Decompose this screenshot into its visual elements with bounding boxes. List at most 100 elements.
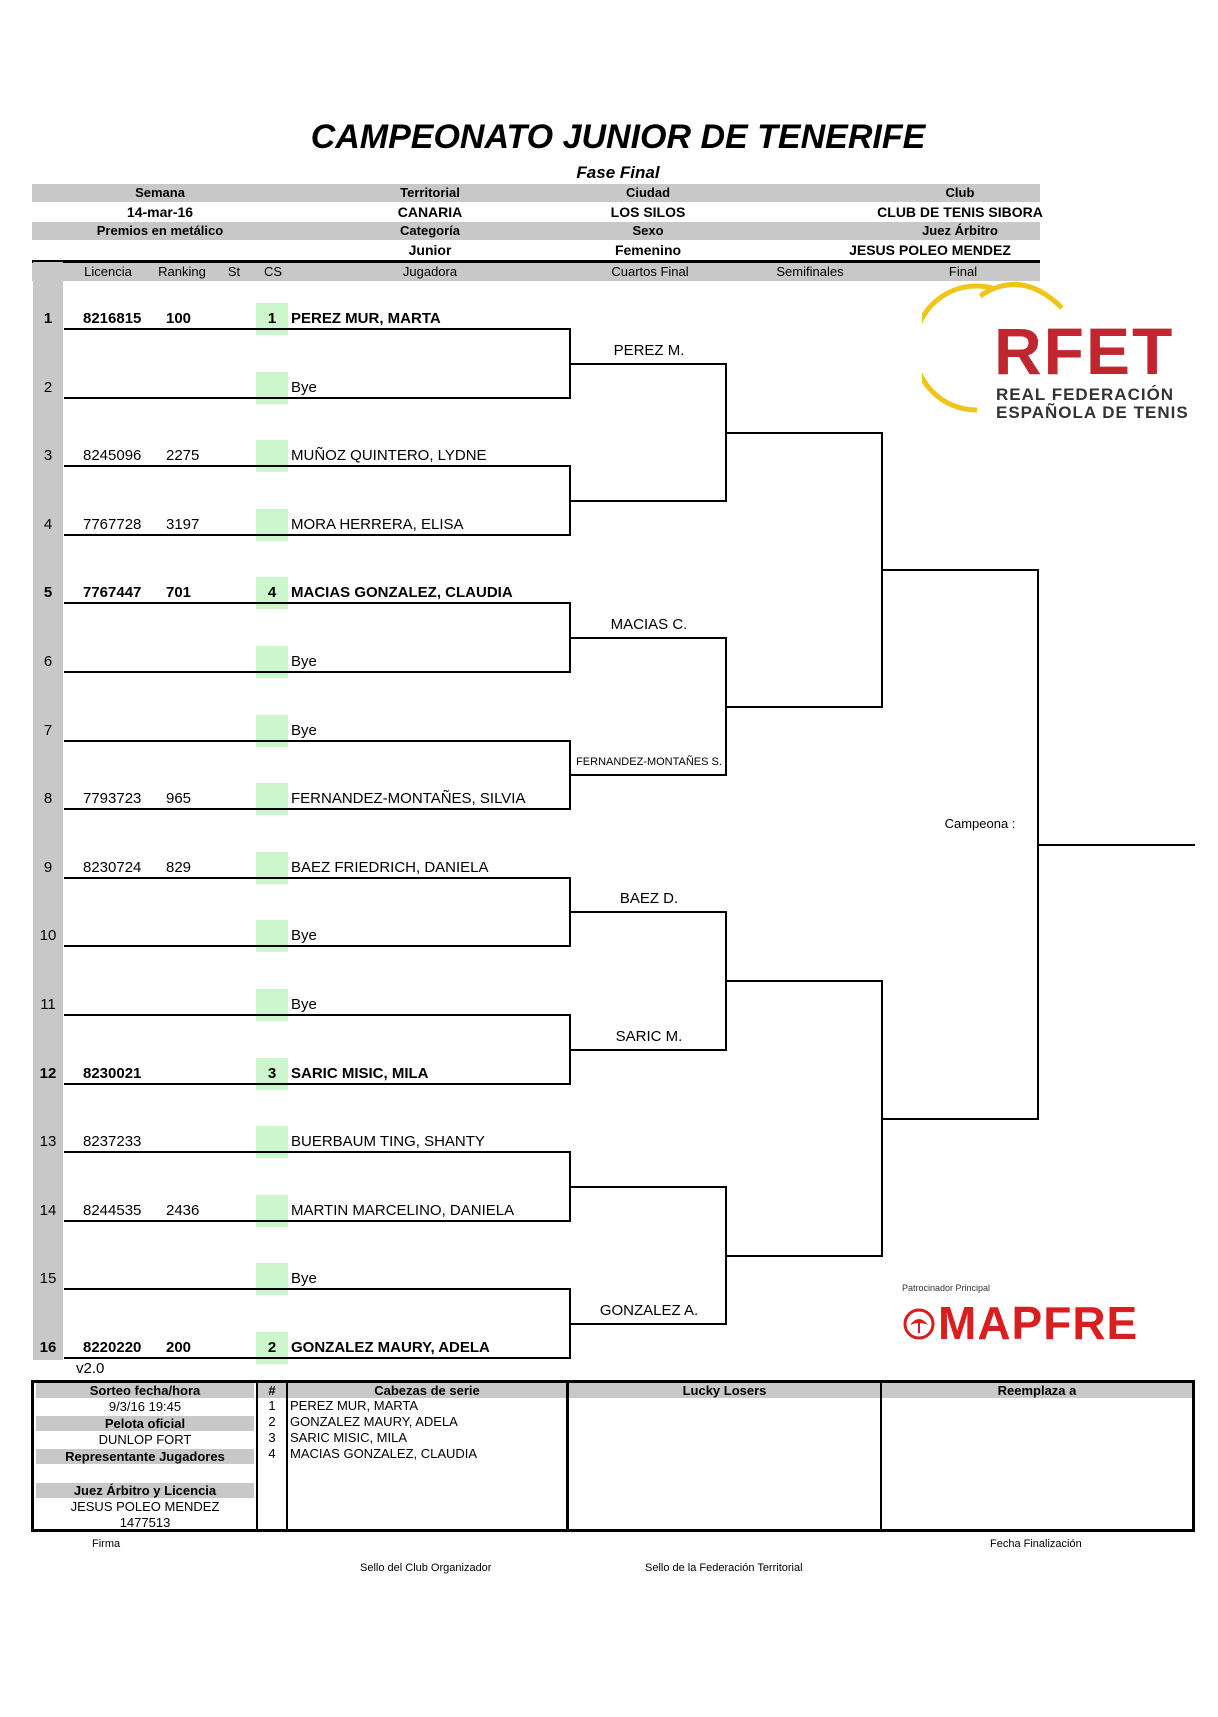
player-name[interactable]: Bye [291,996,317,1013]
seed-number: 3 [268,1430,276,1445]
representante-value [36,1465,254,1480]
player-line [64,1151,571,1153]
seed-number: 2 [268,1414,276,1429]
seed-cell [256,1126,288,1158]
row-number: 6 [43,653,53,670]
club-value: CLUB DE TENIS SIBORA [877,204,1043,220]
bracket-r2-line [569,911,727,913]
player-line [64,1357,571,1359]
player-name[interactable]: MORA HERRERA, ELISA [291,516,464,533]
row-number: 5 [43,584,53,601]
player-name[interactable]: Bye [291,927,317,944]
bracket-semi-line [725,980,883,982]
seed-cell [256,1195,288,1227]
player-name[interactable]: Bye [291,379,317,396]
player-line [64,1220,571,1222]
ciudad-value: LOS SILOS [610,204,686,220]
juez-licencia-label: Juez Árbitro y Licencia [36,1483,254,1498]
footer-divider-1 [256,1380,258,1532]
player-name[interactable]: MACIAS GONZALEZ, CLAUDIA [291,584,513,601]
round2-winner[interactable]: PEREZ M. [613,342,685,359]
row-number-column [33,262,63,1360]
categoria-value: Junior [408,242,452,258]
juez-licencia-value: 1477513 [119,1515,171,1530]
seed-cell [256,852,288,884]
col-semis: Semifinales [776,264,844,279]
sponsor-label: Patrocinador Principal [902,1283,991,1293]
round2-winner[interactable]: FERNANDEZ-MONTAÑES S. [576,756,722,768]
footer-divider-3 [566,1380,569,1532]
semana-label: Semana [135,185,185,200]
player-ranking: 3197 [166,516,200,533]
player-name[interactable]: Bye [291,1270,317,1287]
sorteo-label: Sorteo fecha/hora [36,1383,254,1398]
territorial-label: Territorial [400,185,460,200]
version-label: v2.0 [76,1360,105,1377]
row-number: 11 [40,996,56,1013]
player-line [64,328,571,330]
col-licencia: Licencia [84,264,132,279]
player-name[interactable]: SARIC MISIC, MILA [291,1065,429,1082]
col-jugadora: Jugadora [402,264,458,279]
row-number: 16 [39,1339,57,1356]
player-ranking: 200 [166,1339,192,1356]
rfet-logo-text: RFET [994,314,1175,388]
player-licencia: 8216815 [83,310,142,327]
player-licencia: 7767447 [83,584,142,601]
cabezas-header: Cabezas de serie [288,1383,566,1398]
row-number: 4 [43,516,53,533]
row-number: 8 [43,790,53,807]
player-licencia: 7767728 [83,516,142,533]
sello-club-label: Sello del Club Organizador [360,1562,492,1574]
round2-winner[interactable]: BAEZ D. [619,890,679,907]
player-name[interactable]: BUERBAUM TING, SHANTY [291,1133,485,1150]
seed-cell [256,989,288,1021]
bracket-final-line [881,1118,1039,1120]
round2-winner[interactable] [571,478,727,498]
bracket-semi-line [725,706,883,708]
categoria-label: Categoría [400,223,460,238]
col-ranking: Ranking [158,264,206,279]
round2-winner[interactable]: MACIAS C. [610,616,688,633]
round2-winner[interactable] [571,1164,727,1184]
col-st: St [227,264,241,279]
player-line [64,877,571,879]
row-number: 13 [39,1133,57,1150]
sello-federacion-label: Sello de la Federación Territorial [645,1562,803,1574]
bracket-r2-line [569,774,727,776]
player-name[interactable]: PEREZ MUR, MARTA [291,310,441,327]
seed-cell [256,372,288,404]
player-line [64,1014,571,1016]
player-ranking: 2275 [166,447,200,464]
seed-name: MACIAS GONZALEZ, CLAUDIA [290,1446,478,1461]
player-line [64,465,571,467]
firma-label: Firma [92,1538,121,1550]
row-number: 14 [39,1202,57,1219]
column-header-band [32,263,1040,281]
player-line [64,602,571,604]
reemplaza-header: Reemplaza a [882,1383,1192,1398]
player-line [64,671,571,673]
player-line [64,808,571,810]
row-number: 10 [39,927,57,944]
seed-number: 1 [268,1398,276,1413]
player-line [64,945,571,947]
player-name[interactable]: MUÑOZ QUINTERO, LYDNE [291,447,487,464]
seed-cell: 3 [256,1058,288,1090]
player-name[interactable]: GONZALEZ MAURY, ADELA [291,1339,490,1356]
player-name[interactable]: FERNANDEZ-MONTAÑES, SILVIA [291,790,526,807]
player-line [64,397,571,399]
player-name[interactable]: Bye [291,722,317,739]
row-number: 7 [43,722,53,739]
player-line [64,534,571,536]
player-name[interactable]: MARTIN MARCELINO, DANIELA [291,1202,515,1219]
round2-winner[interactable]: GONZALEZ A. [599,1302,699,1319]
seed-cell [256,1263,288,1295]
bracket-final-line [881,569,1039,571]
player-name[interactable]: Bye [291,653,317,670]
player-ranking: 100 [166,310,192,327]
bracket-r2-line [569,363,727,365]
player-licencia: 8244535 [83,1202,142,1219]
round2-winner[interactable]: SARIC M. [615,1028,683,1045]
player-name[interactable]: BAEZ FRIEDRICH, DANIELA [291,859,489,876]
